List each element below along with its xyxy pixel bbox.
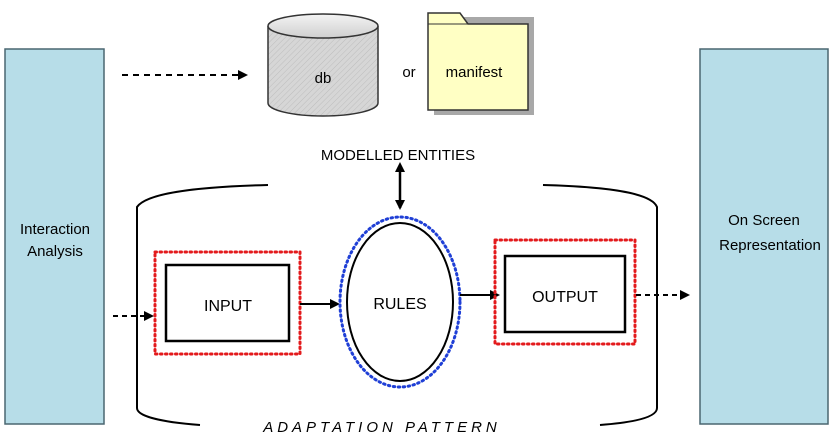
manifest-label: manifest <box>446 64 504 81</box>
on-screen-line1: On Screen <box>728 212 800 229</box>
interaction-analysis-panel: Interaction Analysis <box>4 48 105 425</box>
interaction-analysis-line2: Analysis <box>27 243 83 260</box>
input-box: INPUT <box>153 250 302 356</box>
modelled-entities-label: MODELLED ENTITIES <box>321 147 475 164</box>
db-cylinder: db <box>267 13 379 117</box>
db-label: db <box>315 70 332 87</box>
output-label: OUTPUT <box>532 289 598 306</box>
interaction-analysis-line1: Interaction <box>20 221 90 238</box>
rules-node: RULES <box>338 215 462 389</box>
input-label: INPUT <box>204 298 252 315</box>
or-label: or <box>402 64 415 81</box>
manifest-folder: manifest <box>427 12 534 115</box>
adaptation-pattern-container: ADAPTATION PATTERN <box>136 184 658 436</box>
on-screen-line2: Representation <box>719 237 821 254</box>
on-screen-representation-panel: On Screen Representation <box>699 48 829 425</box>
adaptation-pattern-caption: ADAPTATION PATTERN <box>262 419 501 436</box>
output-box: OUTPUT <box>493 238 637 346</box>
rules-label: RULES <box>373 296 426 313</box>
